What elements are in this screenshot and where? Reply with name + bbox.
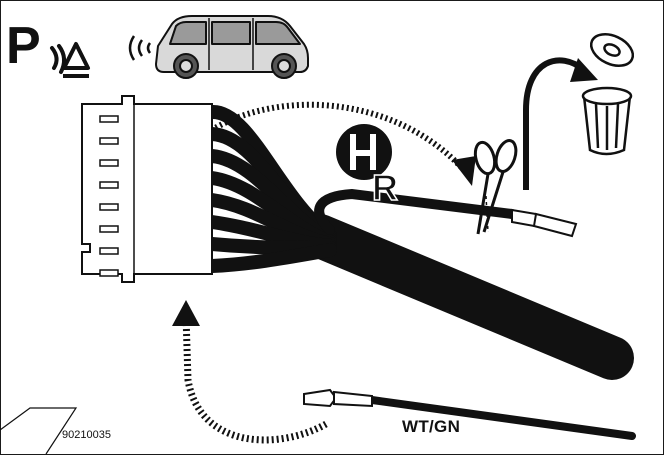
car-icon bbox=[155, 15, 309, 79]
connector-pin-slot bbox=[99, 203, 119, 211]
connector-pin-slot bbox=[99, 247, 119, 255]
connector-pin-slot bbox=[99, 159, 119, 167]
connector-block bbox=[81, 95, 213, 283]
connector-pin-slot bbox=[99, 269, 119, 277]
parking-symbol-letter: P bbox=[6, 17, 41, 75]
wire-color-label: WT/GN bbox=[402, 417, 461, 436]
reverse-gear-icon: R bbox=[336, 124, 399, 209]
scissors-icon bbox=[473, 139, 518, 235]
parking-sensor-icon bbox=[50, 42, 90, 78]
cable-bundle bbox=[205, 105, 634, 380]
new-wire bbox=[303, 388, 636, 440]
wire-terminal-icon bbox=[511, 208, 578, 238]
insert-direction-arrow bbox=[172, 300, 328, 444]
reference-code: 90210035 bbox=[62, 429, 111, 441]
connector-pin-slot bbox=[99, 137, 119, 145]
trash-can-icon bbox=[581, 33, 635, 156]
reference-corner-mark bbox=[0, 407, 78, 455]
connector-pin-slot bbox=[99, 115, 119, 123]
gear-symbol-letter: R bbox=[372, 167, 398, 208]
discard-arrow bbox=[523, 57, 598, 190]
connector-pin-slot bbox=[99, 225, 119, 233]
connector-pin-slot bbox=[99, 181, 119, 189]
signal-waves-icon bbox=[128, 35, 152, 61]
